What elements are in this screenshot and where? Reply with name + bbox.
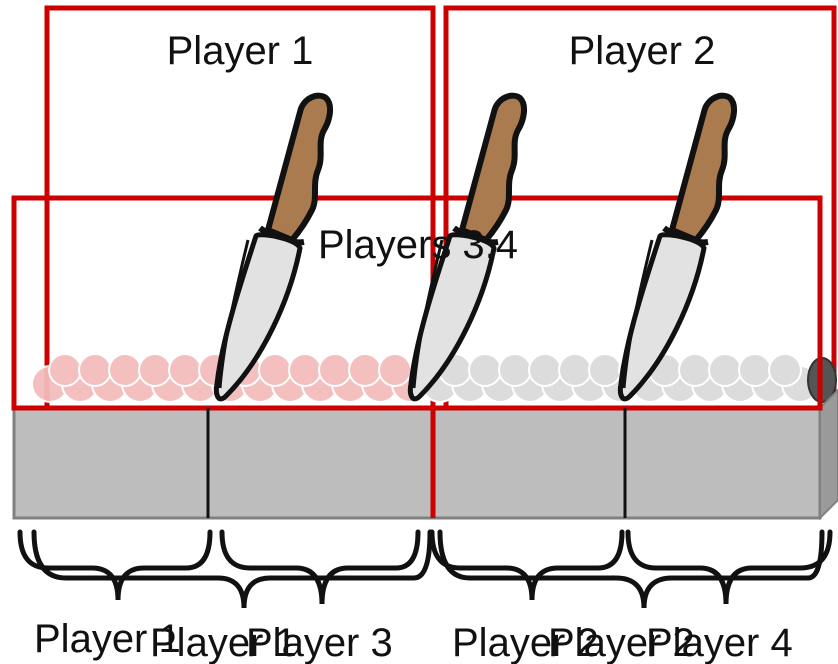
brace-label: Player 2: [548, 621, 695, 664]
curly-brace-icon: [17, 529, 833, 609]
players-3-4-box-label: Players 3,4: [318, 223, 518, 267]
brace-label: Player 1: [150, 621, 297, 664]
brace-label: Player 4: [646, 621, 793, 664]
player-1-box-label: Player 1: [167, 29, 314, 73]
cake-icon: [12, 388, 838, 521]
knife-icon: [620, 96, 734, 399]
brace-label: Player 2: [452, 621, 599, 664]
brace-label: Player 1: [34, 617, 181, 661]
player-2-box-label: Player 2: [569, 29, 716, 73]
brace-label: Player 3: [246, 621, 393, 664]
players-3-4-region-box: [11, 195, 823, 411]
